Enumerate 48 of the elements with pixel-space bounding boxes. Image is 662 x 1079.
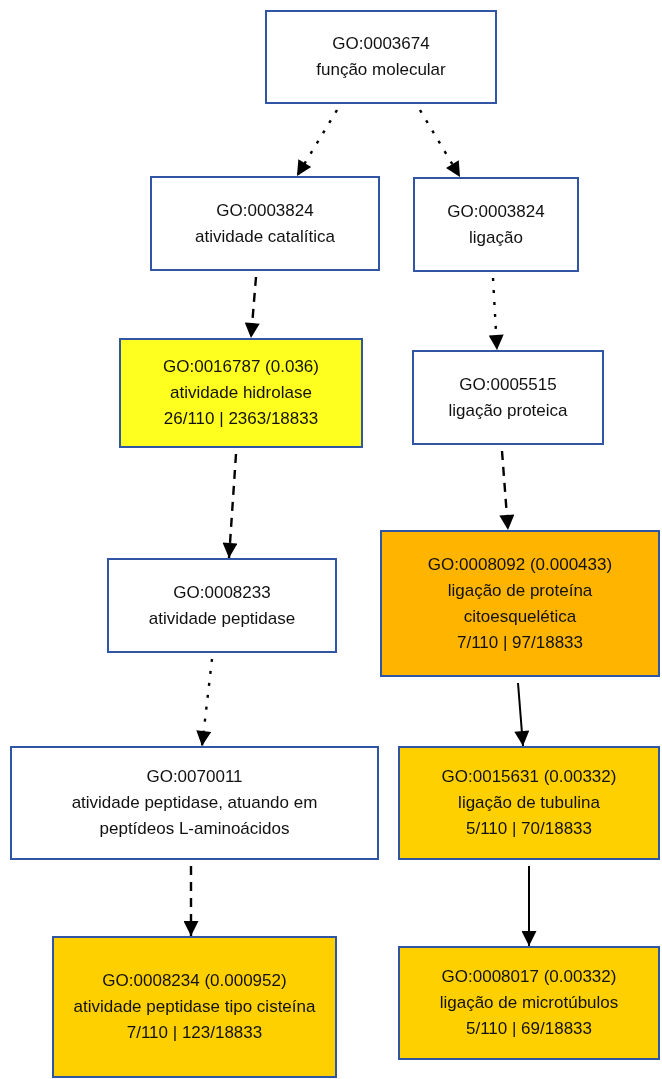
arrow [418,109,462,178]
term-text: 5/110 | 69/18833 [465,1018,593,1040]
term-text: ligação proteica [448,399,568,422]
term-text: GO:0003674 [332,33,430,55]
term-box [119,338,363,448]
term-text: atividade peptidase tipo cisteína [73,996,316,1018]
term-text: GO:0015631 (0.00332) [441,766,617,788]
arrow [295,109,339,177]
term-box [150,176,380,271]
term-text: atividade hidrolase [170,382,312,404]
arrow [183,866,199,936]
term-box [10,746,379,860]
arrow [499,450,515,531]
term-text: atividade peptidase [148,607,296,630]
term-box [380,530,660,677]
term-text: GO:0070011 [146,766,243,788]
term-box [265,10,497,104]
term-text: ligação de microtúbulos [439,992,619,1014]
term-text: função molecular [316,59,446,81]
term-text: GO:0016787 (0.036) [163,356,319,378]
term-box [413,177,579,272]
term-text: 7/110 | 123/18833 [126,1022,263,1044]
arrow [521,865,537,947]
term-box [107,558,337,653]
term-text: GO:0003824 [216,199,314,222]
term-text: ligação de proteína citoesquelética [446,579,594,628]
arrow [196,658,214,747]
term-box [52,936,337,1078]
term-text: atividade catalítica [195,225,335,248]
term-text: GO:0008092 (0.000433) [427,553,613,576]
term-text: 7/110 | 97/18833 [456,631,584,654]
term-box [398,746,660,860]
term-text: atividade peptidase, atuando em peptídeos L-aminoácidos [70,792,319,840]
term-text: 5/110 | 70/18833 [465,818,593,840]
term-box [398,946,660,1060]
arrow [514,682,530,747]
arrow [244,276,260,339]
term-text: ligação de tubulina [458,792,600,814]
arrow [222,453,238,559]
term-text: ligação [469,226,523,249]
term-text: GO:0008017 (0.00332) [441,966,617,988]
arrow [488,277,504,351]
term-text: GO:0008233 [173,581,271,604]
term-text: GO:0008234 (0.000952) [102,970,287,992]
term-box [412,350,604,445]
term-text: 26/110 | 2363/18833 [163,408,319,430]
term-text: GO:0003824 [447,200,545,223]
term-text: GO:0005515 [459,373,557,396]
